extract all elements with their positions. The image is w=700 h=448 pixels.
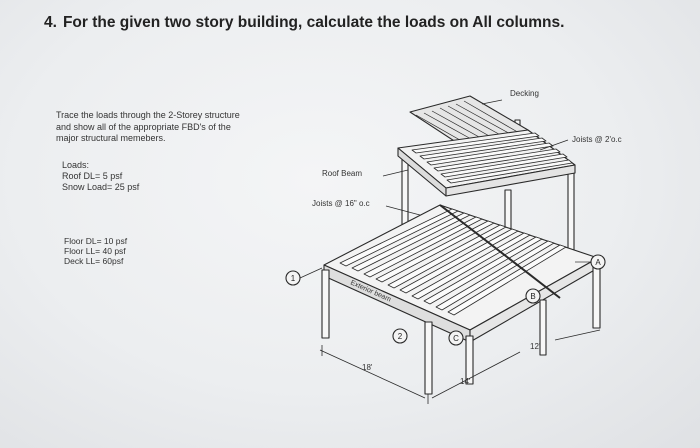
instructions-line-2: and show all of the appropriate FBD's of… <box>56 121 231 132</box>
deck-live-load: Deck LL= 60psf <box>64 256 124 266</box>
leader-joists-mid <box>385 205 421 216</box>
leader-joists-top <box>539 139 569 151</box>
floor-live-load: Floor LL= 40 psf <box>64 246 126 256</box>
instructions-line-3: major structural memebers. <box>56 133 166 143</box>
joists-top-label: Joists @ 2'o.c <box>572 135 622 144</box>
question-text: For the given two story building, calcul… <box>62 14 565 31</box>
dimension-12-label: 12' <box>530 342 541 351</box>
question-number: 4. <box>44 14 57 31</box>
grid-bubble-2 <box>392 328 408 344</box>
grid-label-a: A <box>595 258 601 267</box>
dimension-18-label: 18' <box>362 363 373 372</box>
grid-label-b: B <box>530 292 535 301</box>
grid-label-1: 1 <box>291 274 296 283</box>
dimension-lines <box>319 329 601 404</box>
floor-frame <box>323 204 599 343</box>
loads-title: Loads: <box>62 160 90 170</box>
lower-columns <box>321 261 601 395</box>
roof-frame <box>397 129 576 197</box>
dimension-14-label: 14' <box>460 377 471 386</box>
grid-label-2: 2 <box>398 332 403 341</box>
snow-load: Snow Load= 25 psf <box>62 182 140 192</box>
leader-roof-beam <box>382 169 409 177</box>
leader-grid-1 <box>299 267 323 279</box>
instructions-line-1: Trace the loads through the 2-Storey str… <box>56 110 240 120</box>
decking-label: Decking <box>510 89 539 98</box>
roof-beam-label: Roof Beam <box>322 169 363 178</box>
roof-dead-load: Roof DL= 5 psf <box>62 171 123 181</box>
instructions: Trace the loads through the 2-Storey str… <box>56 110 286 145</box>
grid-bubble-c <box>448 330 464 346</box>
joists-mid-label: Joists @ 16" o.c <box>312 199 370 208</box>
grid-bubble-b <box>525 288 541 304</box>
question-heading: 4. For the given two story building, calc… <box>44 14 564 32</box>
floor-dead-load: Floor DL= 10 psf <box>64 236 128 246</box>
leader-decking <box>481 99 503 105</box>
grid-label-c: C <box>453 334 459 343</box>
